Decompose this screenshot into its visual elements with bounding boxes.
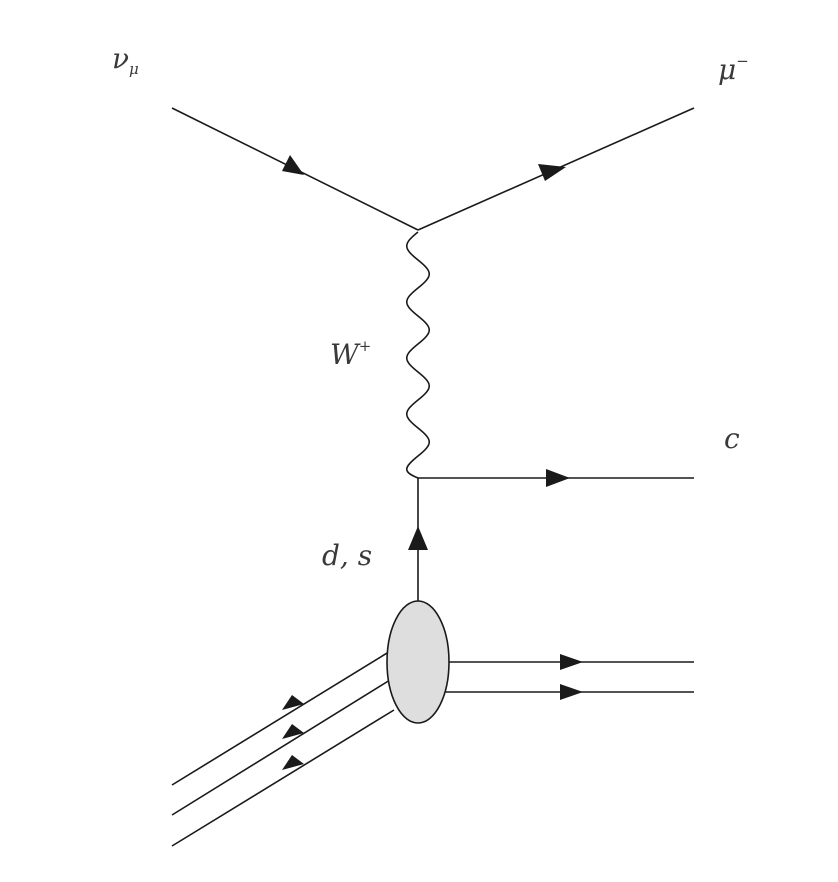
neutrino-label-subscript: μ bbox=[129, 60, 139, 78]
charm-quark-arrow bbox=[546, 469, 570, 487]
nucleon-quark-arrow bbox=[282, 724, 304, 739]
charm-label: c bbox=[724, 425, 740, 453]
w-boson-label: W+ bbox=[330, 339, 371, 369]
nucleon-quark-line bbox=[171, 709, 395, 847]
muon-label-symbol: μ bbox=[718, 53, 737, 86]
w-boson-propagator bbox=[405, 231, 431, 479]
charm-label-symbol: c bbox=[724, 422, 740, 455]
spectator-quark-arrow bbox=[560, 684, 583, 700]
nucleon-quark-arrow bbox=[282, 755, 304, 770]
nucleon-quark-line bbox=[171, 649, 393, 786]
nucleon-quark-arrow bbox=[282, 695, 304, 710]
w-boson-label-superscript: + bbox=[358, 337, 372, 355]
nucleon-quark-line bbox=[171, 679, 391, 816]
muon-label: μ− bbox=[718, 54, 749, 84]
ds-quark-label-symbol: d, s bbox=[322, 539, 373, 572]
neutrino-label-symbol: ν bbox=[112, 42, 130, 75]
w-boson-label-symbol: W bbox=[330, 338, 359, 371]
nucleon-blob bbox=[386, 600, 450, 724]
spectator-quark-arrow bbox=[560, 654, 583, 670]
neutrino-label: νμ bbox=[112, 45, 139, 77]
muon-label-superscript: − bbox=[736, 52, 749, 70]
neutrino-arrow bbox=[282, 155, 304, 175]
muon-arrow bbox=[538, 164, 566, 181]
ds-quark-arrow bbox=[408, 526, 428, 550]
ds-quark-label: d, s bbox=[322, 542, 372, 570]
